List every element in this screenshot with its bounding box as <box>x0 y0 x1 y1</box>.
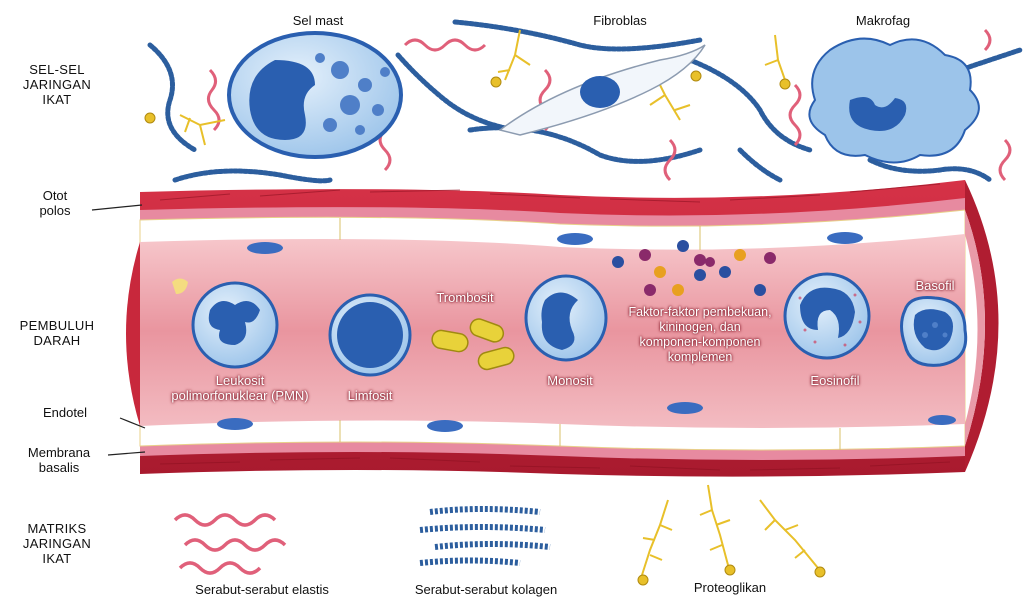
fibroblast <box>500 45 705 135</box>
label-macrophage: Makrofag <box>823 13 943 28</box>
label-factors: Faktor-faktor pembekuan, kininogen, dan … <box>600 305 800 365</box>
proteoglycans-legend <box>642 485 818 575</box>
macrophage <box>809 39 979 163</box>
label-monocyte: Monosit <box>520 373 620 388</box>
label-smooth-muscle: Otot polos <box>10 188 100 218</box>
label-fibroblast: Fibroblas <box>560 13 680 28</box>
basophil <box>902 298 966 366</box>
label-eosinophil: Eosinofil <box>785 373 885 388</box>
collagen-fibers-legend <box>420 509 550 563</box>
label-endothelium: Endotel <box>10 405 120 420</box>
label-pmn: Leukosit polimorfonuklear (PMN) <box>150 373 330 403</box>
mast-cell <box>229 33 401 157</box>
section-connective-cells: SEL-SEL JARINGAN IKAT <box>8 62 106 107</box>
label-lymphocyte: Limfosit <box>320 388 420 403</box>
label-mast-cell: Sel mast <box>258 13 378 28</box>
label-elastic-fibers: Serabut-serabut elastis <box>162 582 362 597</box>
label-proteoglycans: Proteoglikan <box>660 580 800 595</box>
pmn-leukocyte <box>193 283 277 367</box>
label-basophil: Basofil <box>890 278 980 293</box>
monocyte <box>526 276 606 360</box>
label-basement-membrane: Membrana basalis <box>4 445 114 475</box>
section-matrix: MATRIKS JARINGAN IKAT <box>8 521 106 566</box>
label-platelets: Trombosit <box>410 290 520 305</box>
elastic-fibers-legend <box>175 515 285 573</box>
lymphocyte <box>330 295 410 375</box>
section-blood-vessel: PEMBULUH DARAH <box>8 318 106 348</box>
label-collagen-fibers: Serabut-serabut kolagen <box>386 582 586 597</box>
